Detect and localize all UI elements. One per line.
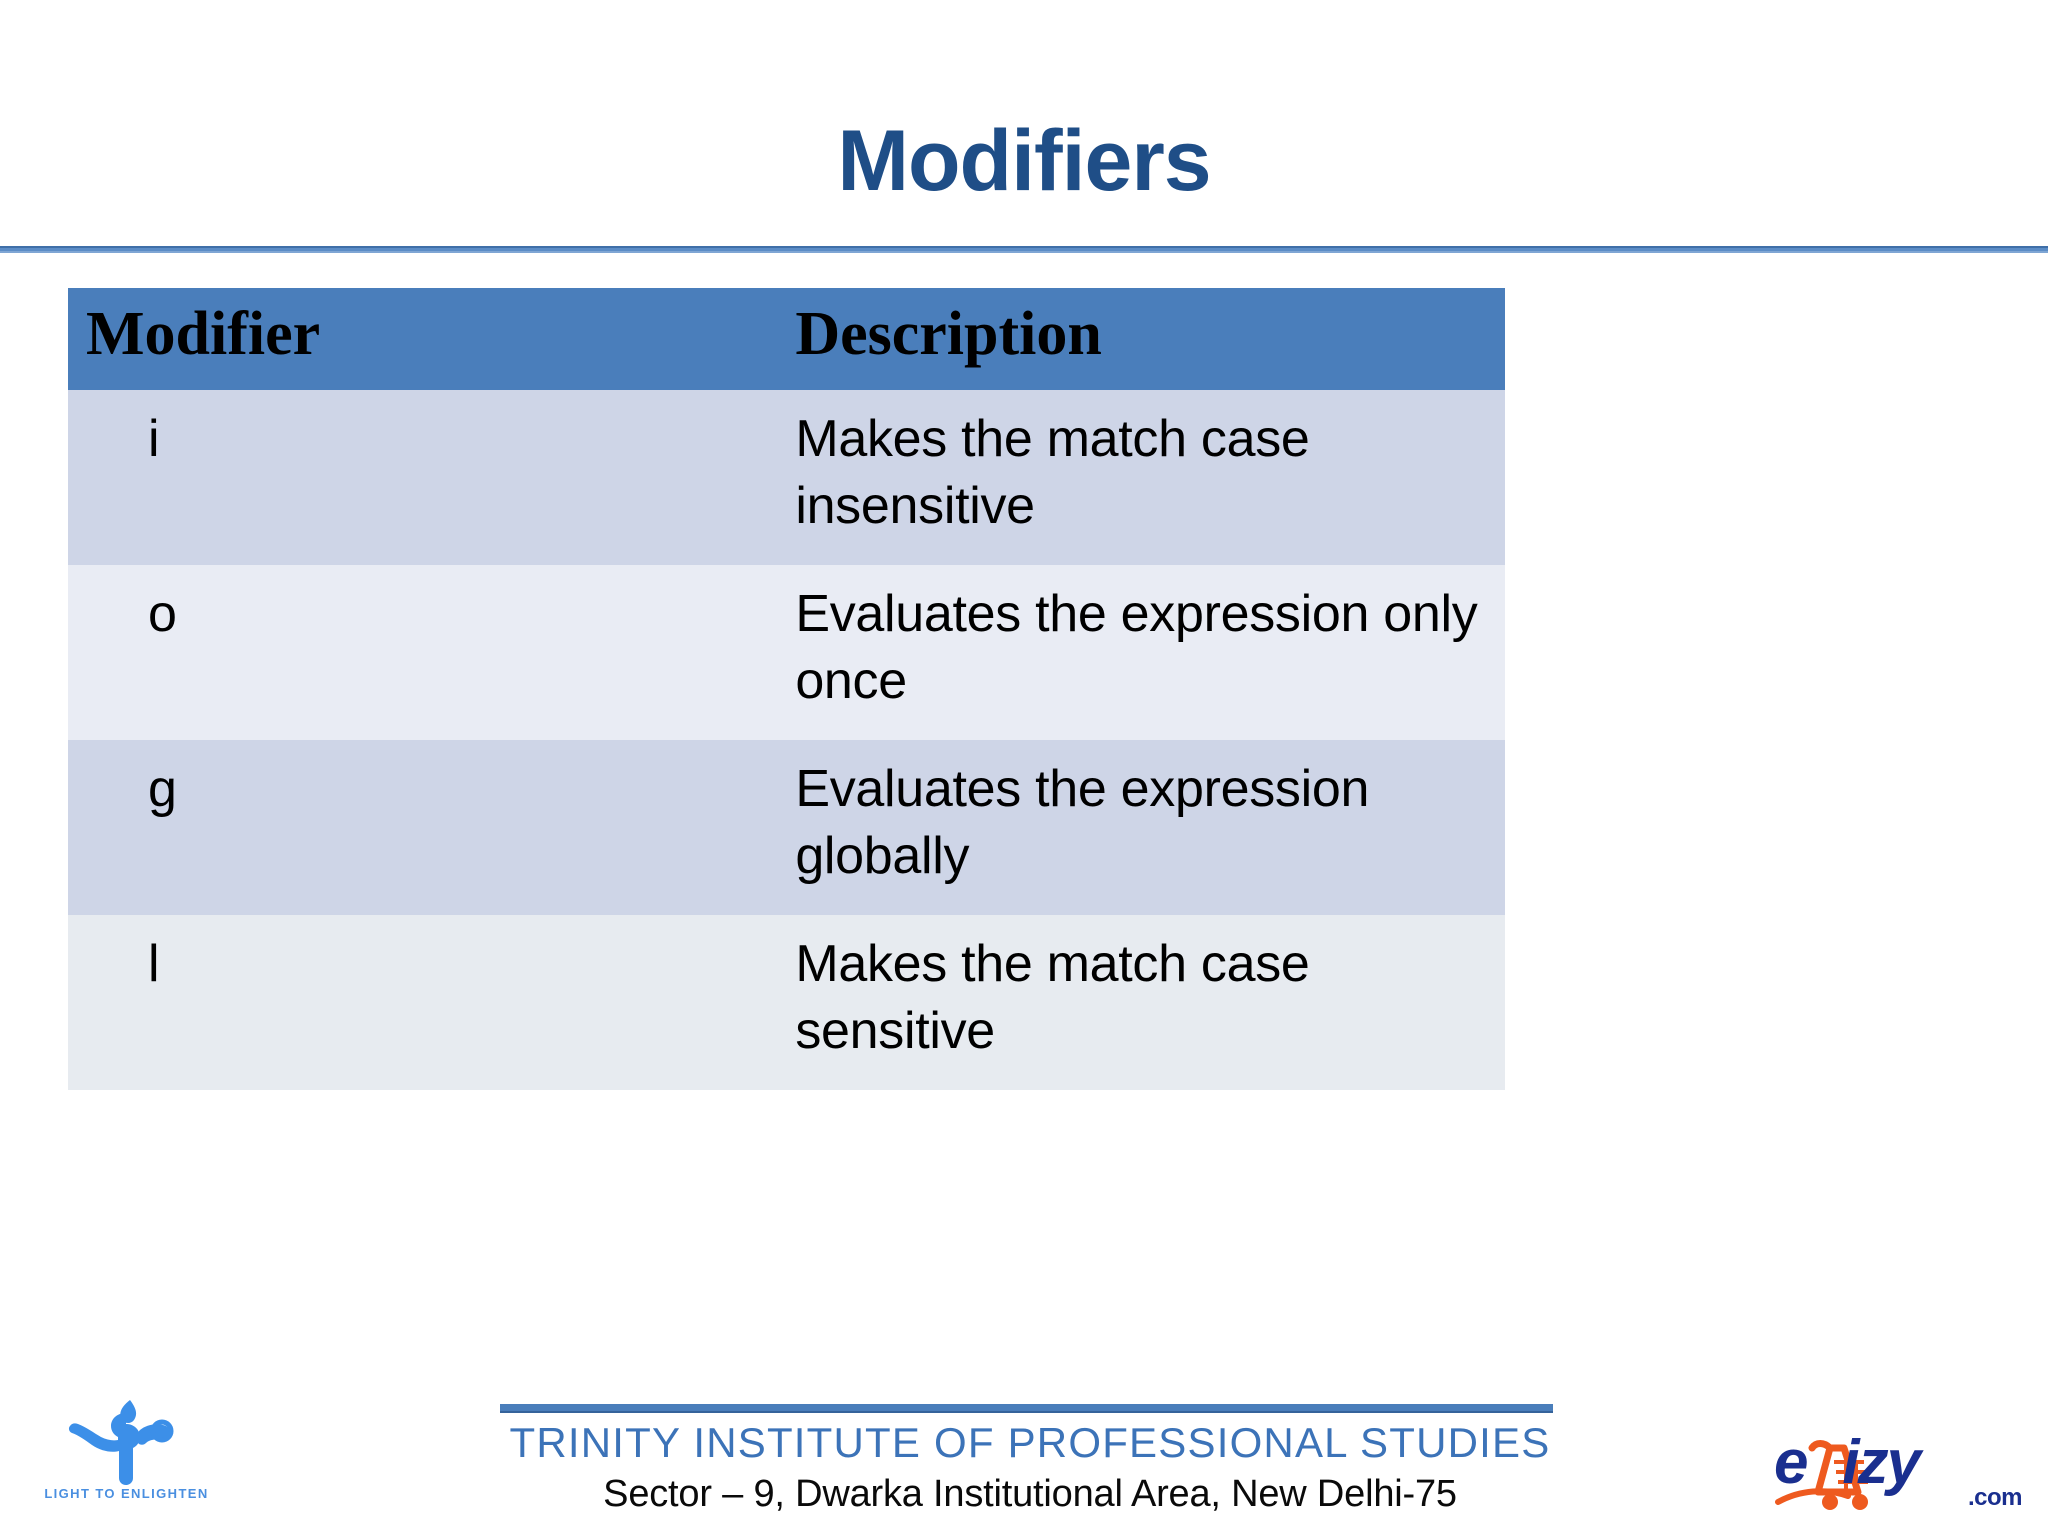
footer: TRINITY INSTITUTE OF PROFESSIONAL STUDIE… [420,1418,1640,1517]
table-row: o Evaluates the expression only once [68,565,1505,741]
footer-address: Sector – 9, Dwarka Institutional Area, N… [603,1472,1457,1515]
ebizy-domain-suffix: .com [1967,1484,2023,1511]
modifiers-table: Modifier Description i Makes the match c… [68,288,1505,1091]
title-divider [0,246,2048,253]
trinity-logo: LIGHT TO ENLIGHTEN [34,1398,219,1530]
brand-text-izy: izy [1842,1428,1921,1497]
table-header-row: Modifier Description [68,288,1505,390]
cell-modifier: g [68,740,780,916]
ebizy-brand-text: ebizy [1774,1432,1921,1494]
cell-description: Evaluates the expression only once [779,565,1505,741]
logo-tagline: LIGHT TO ENLIGHTEN [44,1486,209,1501]
footer-divider [500,1404,1553,1413]
cell-modifier: i [68,390,780,566]
cell-description: Makes the match case sensitive [779,915,1505,1091]
shopping-cart-icon [1775,1440,1868,1510]
ebizy-logo: ebizy .com [1774,1432,2024,1518]
cell-modifier: o [68,565,780,741]
cell-modifier: l [68,915,780,1091]
cell-description: Evaluates the expression globally [779,740,1505,916]
page-title: Modifiers [837,113,1211,209]
brand-letter-e: e [1774,1428,1809,1497]
table-row: i Makes the match case insensitive [68,390,1505,566]
column-header-modifier: Modifier [68,288,780,390]
cell-description: Makes the match case insensitive [779,390,1505,566]
table-row: l Makes the match case sensitive [68,915,1505,1091]
footer-institute-name: TRINITY INSTITUTE OF PROFESSIONAL STUDIE… [509,1419,1551,1466]
enlighten-figure-icon [68,1400,174,1485]
column-header-description: Description [779,288,1505,390]
modifiers-table-container: Modifier Description i Makes the match c… [68,288,1505,1091]
table-row: g Evaluates the expression globally [68,740,1505,916]
